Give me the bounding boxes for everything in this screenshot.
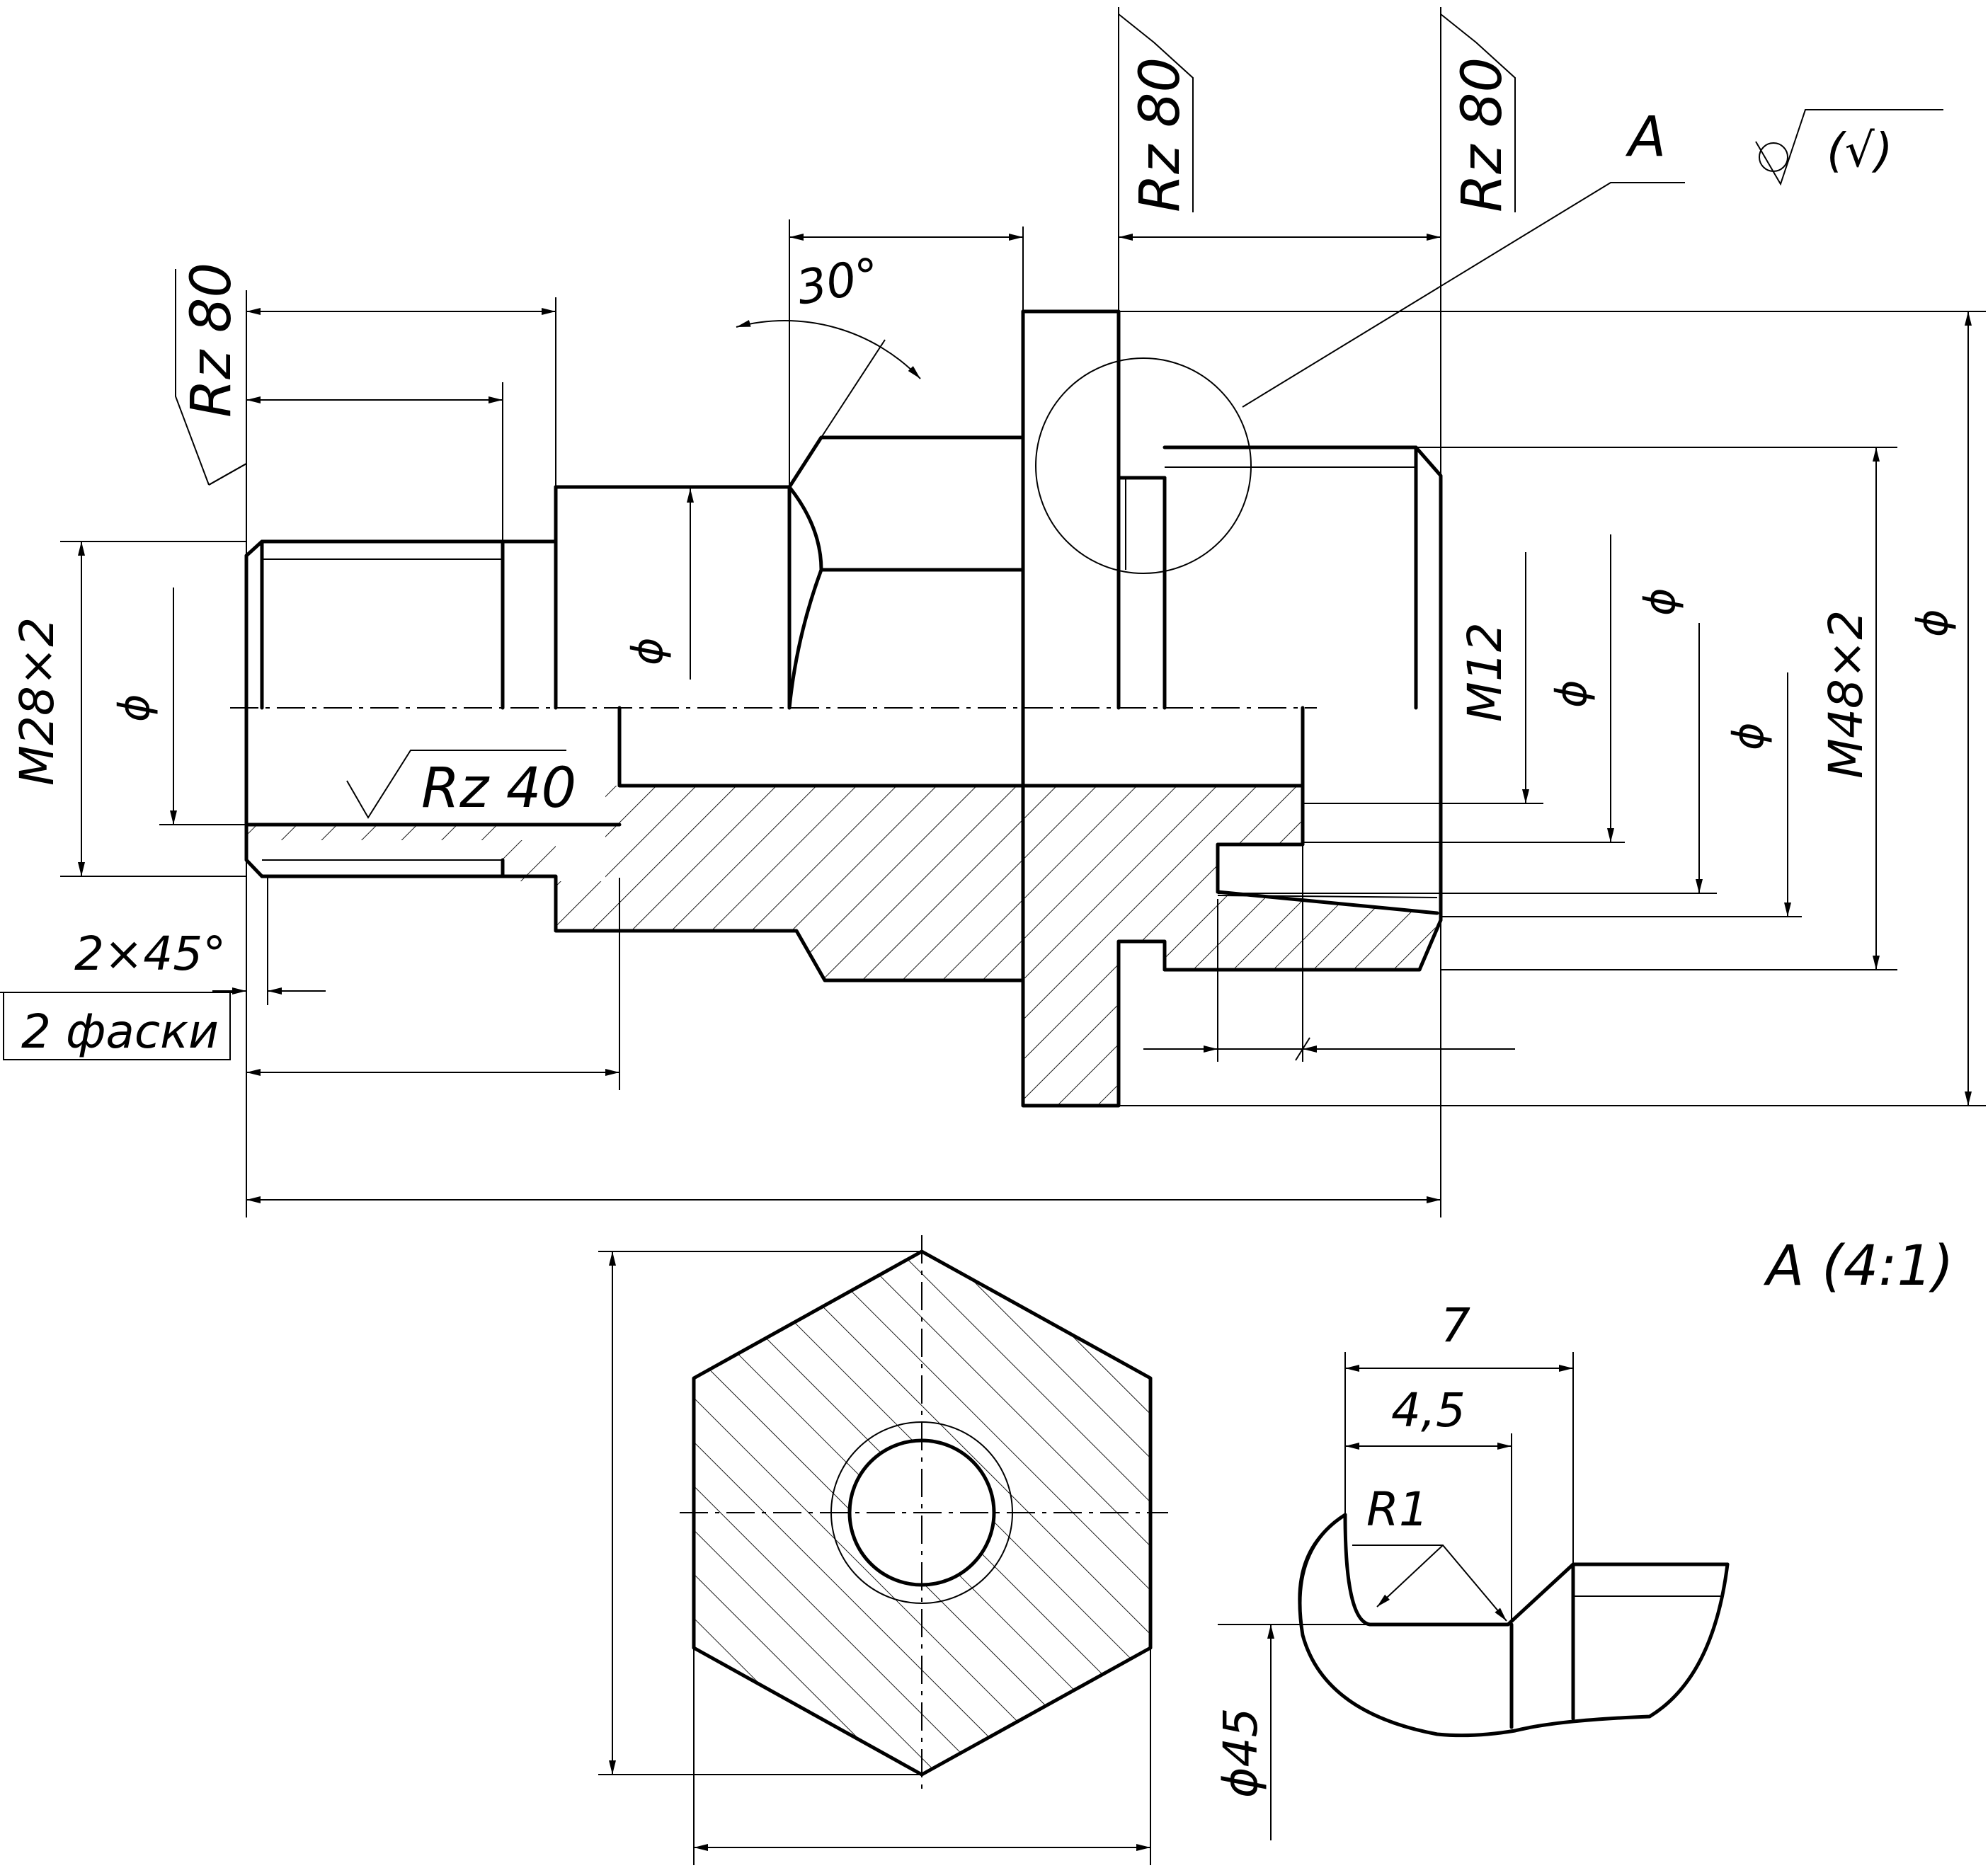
svg-text:ϕ: ϕ bbox=[1908, 609, 1958, 637]
svg-text:ϕ: ϕ bbox=[1635, 588, 1685, 616]
svg-text:(√): (√) bbox=[1827, 123, 1893, 178]
svg-text:7: 7 bbox=[1441, 1298, 1470, 1353]
detail-a-view: A (4:1) 7 4,5 R1 ϕ45 bbox=[1213, 1234, 1954, 1840]
detail-a-circle bbox=[1035, 357, 1252, 574]
svg-text:Rz 80: Rz 80 bbox=[1451, 57, 1514, 212]
svg-text:R1: R1 bbox=[1366, 1482, 1429, 1537]
svg-text:M48×2: M48×2 bbox=[1819, 610, 1873, 779]
svg-text:A (4:1): A (4:1) bbox=[1763, 1234, 1954, 1298]
svg-text:ϕ: ϕ bbox=[110, 694, 159, 722]
svg-text:30°: 30° bbox=[792, 248, 884, 316]
svg-text:2 фаски: 2 фаски bbox=[21, 1004, 219, 1059]
dimension-texts: Rz 80 Rz 80 Rz 80 Rz 40 30° M28×2 ϕ ϕ M1… bbox=[10, 57, 1958, 1059]
svg-text:ϕ: ϕ bbox=[1724, 722, 1773, 750]
svg-text:ϕ: ϕ bbox=[623, 637, 673, 665]
section-ref-label: A bbox=[1625, 105, 1666, 169]
svg-text:ϕ: ϕ bbox=[1547, 680, 1596, 708]
detail-a-leader bbox=[1242, 182, 1685, 408]
svg-text:Rz 40: Rz 40 bbox=[421, 757, 576, 820]
part-outline bbox=[244, 309, 1443, 1108]
svg-text:Rz 80: Rz 80 bbox=[180, 263, 244, 418]
svg-text:4,5: 4,5 bbox=[1391, 1383, 1466, 1438]
general-roughness: (√) bbox=[1755, 109, 1943, 186]
svg-text:ϕ45: ϕ45 bbox=[1213, 1707, 1268, 1798]
svg-text:M12: M12 bbox=[1458, 622, 1512, 722]
svg-text:2×45°: 2×45° bbox=[74, 927, 226, 981]
dimension-lines bbox=[0, 7, 1986, 1217]
svg-text:Rz 80: Rz 80 bbox=[1129, 57, 1192, 212]
svg-text:M28×2: M28×2 bbox=[10, 617, 64, 786]
section-hatch bbox=[246, 786, 1437, 1106]
hex-section-view bbox=[598, 1235, 1168, 1865]
